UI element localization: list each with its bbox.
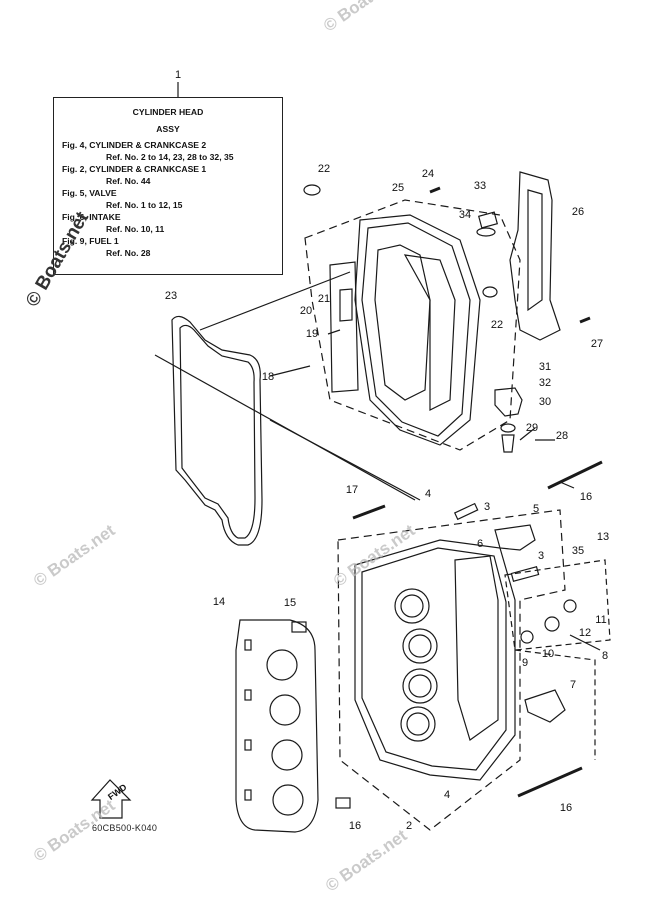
ref-box-lines: Fig. 4, CYLINDER & CRANKCASE 2 Ref. No. 2…	[54, 139, 282, 259]
callout: 16	[349, 820, 361, 832]
callout: 16	[580, 491, 592, 503]
ref-box-line: Fig. 4, CYLINDER & CRANKCASE 2	[62, 140, 207, 150]
ref-box-line: Ref. No. 2 to 14, 23, 28 to 32, 35	[106, 152, 234, 162]
callout: 4	[425, 488, 431, 500]
callout: 25	[392, 182, 404, 194]
callout: 3	[538, 550, 544, 562]
callout: 10	[542, 648, 554, 660]
ref-box-title: CYLINDER HEAD	[132, 107, 204, 117]
callout: 33	[474, 180, 486, 192]
callout: 35	[572, 545, 584, 557]
ref-box-line: Ref. No. 28	[106, 248, 151, 258]
callout: 31	[539, 361, 551, 373]
callout: 29	[526, 422, 538, 434]
callout: 24	[422, 168, 434, 180]
callout: 32	[539, 377, 551, 389]
callout: 1	[175, 69, 181, 81]
callout: 7	[570, 679, 576, 691]
ref-box-line: Ref. No. 1 to 12, 15	[106, 200, 183, 210]
callout: 20	[300, 305, 312, 317]
diagram-code: 60CB500-K040	[92, 823, 158, 833]
callout: 12	[579, 627, 591, 639]
callout: 34	[459, 209, 471, 221]
callout: 26	[572, 206, 584, 218]
callout: 15	[284, 597, 296, 609]
gasket-23	[171, 315, 263, 546]
callout: 4	[444, 789, 450, 801]
ref-box-subtitle: ASSY	[156, 124, 180, 134]
callout: 3	[484, 501, 490, 513]
ref-box-line: Fig. 2, CYLINDER & CRANKCASE 1	[62, 164, 207, 174]
callout: 11	[595, 614, 606, 626]
ref-box-line: Fig. 6, INTAKE	[62, 212, 121, 222]
ref-box-line: Ref. No. 10, 11	[106, 224, 165, 234]
callout: 9	[522, 657, 528, 669]
reference-box: CYLINDER HEAD ASSY Fig. 4, CYLINDER & CR…	[53, 97, 283, 275]
callout: 22	[318, 163, 330, 175]
callout: 6	[477, 538, 483, 550]
callout: 17	[346, 484, 358, 496]
callout: 28	[556, 430, 568, 442]
ref-box-line: Fig. 5, VALVE	[62, 188, 117, 198]
callout: 8	[602, 650, 608, 662]
head-gasket-14	[235, 619, 319, 833]
callout: 18	[262, 371, 274, 383]
callout: 5	[533, 503, 539, 515]
callout: 30	[539, 396, 551, 408]
callout: 23	[165, 290, 177, 302]
cylinder-head-body	[354, 539, 516, 781]
ref-box-line: Fig. 9, FUEL 1	[62, 236, 119, 246]
callout: 22	[491, 319, 503, 331]
callout: 27	[591, 338, 603, 350]
ref-box-line: Ref. No. 44	[106, 176, 151, 186]
callout: 13	[597, 531, 609, 543]
callout: 21	[318, 293, 330, 305]
callout: 2	[406, 820, 412, 832]
callout: 14	[213, 596, 225, 608]
callout: 16	[560, 802, 572, 814]
cylinder-head-cover	[354, 214, 481, 446]
callout: 19	[306, 328, 318, 340]
